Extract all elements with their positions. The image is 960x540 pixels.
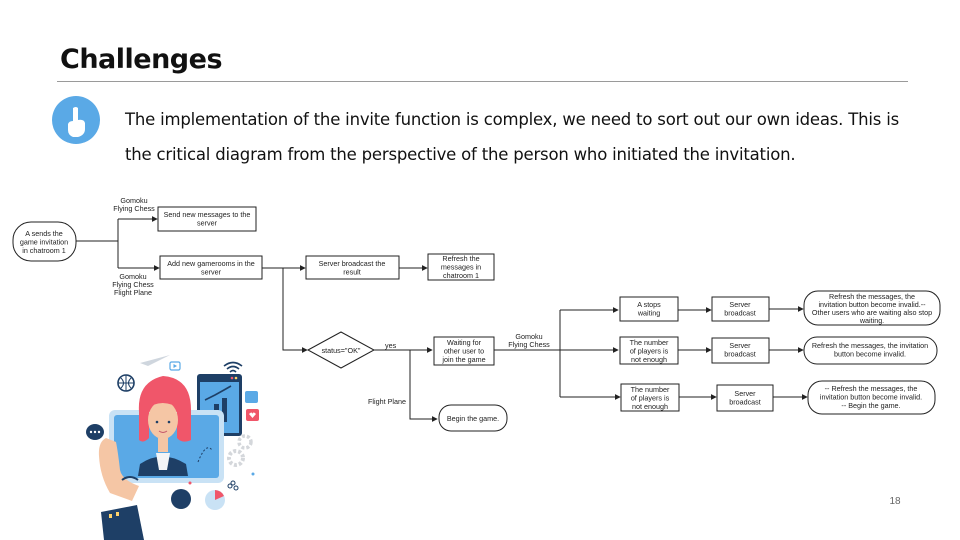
page-number: 18 <box>889 496 901 507</box>
node-begin-game: Begin the game. <box>438 404 508 432</box>
chat-bubble-icon <box>86 424 104 440</box>
node-result-stop-line-1: Refresh the messages, the <box>829 292 915 301</box>
node-a-stops-line-2: waiting <box>637 309 660 318</box>
node-result-invalid-line-2: button become invalid. <box>834 350 906 359</box>
user-avatar <box>138 376 191 476</box>
node-begin-game-label: Begin the game. <box>447 414 499 423</box>
node-players-count-1-line-3: not enough <box>631 355 667 364</box>
intro-paragraph: The implementation of the invite functio… <box>125 110 899 164</box>
node-server-broadcast-2-line-1: Server <box>729 341 751 350</box>
node-server-broadcast-2-line-2: broadcast <box>724 350 756 359</box>
node-waiting-join-line-2: other user to <box>444 347 484 356</box>
flow-edges <box>76 216 808 422</box>
gear-icon <box>227 434 253 467</box>
node-add-gamerooms-line-2: server <box>201 268 222 277</box>
pointing-hand-icon <box>52 96 100 144</box>
node-server-broadcast-result-line-2: result <box>343 268 361 277</box>
node-server-broadcast-1-line-1: Server <box>729 300 751 309</box>
node-players-count-2-line-3: not enough <box>632 402 668 411</box>
svg-text:Refresh the messages, the invi: Refresh the messages, the invitationbutt… <box>812 341 928 359</box>
node-refresh-chatroom-line-3: chatroom 1 <box>443 271 479 280</box>
node-status-check-label: status="OK" <box>322 346 361 355</box>
node-result-stop-line-2: invitation button become invalid.-- <box>818 300 926 309</box>
online-chat-illustration <box>86 355 259 540</box>
node-start-line-3: in chatroom 1 <box>22 246 66 255</box>
wifi-icon <box>223 361 243 373</box>
title-divider <box>57 81 908 82</box>
node-a-stops-line-1: A stops <box>637 300 661 309</box>
node-start-line-1: A sends the <box>25 229 63 238</box>
decorative-circles <box>171 472 255 510</box>
page-title: Challenges <box>60 44 223 75</box>
node-result-invalid-line-1: Refresh the messages, the invitation <box>812 341 928 350</box>
node-server-broadcast-result-line-1: Server broadcast the <box>319 259 386 268</box>
node-result-stop-line-4: waiting. <box>859 316 884 325</box>
play-icon <box>169 361 181 371</box>
node-result-stop-line-3: Other users who are waiting also stop <box>812 308 932 317</box>
label-flight-plane: Flight Plane <box>368 397 406 406</box>
holding-hand <box>98 438 144 540</box>
node-result-begin-line-3: -- Begin the game. <box>841 401 900 410</box>
node-refresh-chatroom-line-1: Refresh the <box>442 254 479 263</box>
node-send-messages-line-2: server <box>197 219 218 228</box>
node-players-count-2-line-1: The number <box>631 385 670 394</box>
label-yes: yes <box>385 341 397 350</box>
node-result-begin-line-2: invitation button become invalid. <box>820 393 922 402</box>
node-start-line-2: game invitation <box>20 238 68 247</box>
node-players-count-1-line-1: The number <box>630 338 669 347</box>
node-result-begin-line-1: -- Refresh the messages, the <box>825 384 918 393</box>
node-refresh-chatroom-line-2: messages in <box>441 263 481 272</box>
node-server-broadcast-3-line-1: Server <box>734 389 756 398</box>
node-send-messages-line-1: Send new messages to the <box>164 210 251 219</box>
node-players-count-1-line-2: of players is <box>630 347 669 356</box>
node-waiting-join-line-3: join the game <box>441 355 485 364</box>
send-icon <box>140 355 170 366</box>
heart-icon <box>246 409 259 421</box>
node-waiting-join-line-1: Waiting for <box>447 338 482 347</box>
globe-icon <box>117 374 135 392</box>
node-add-gamerooms-line-1: Add new gamerooms in the <box>167 259 255 268</box>
node-status-check: status="OK" <box>306 331 376 369</box>
node-server-broadcast-1-line-2: broadcast <box>724 309 756 318</box>
node-server-broadcast-3-line-2: broadcast <box>729 398 761 407</box>
node-players-count-2-line-2: of players is <box>631 394 670 403</box>
like-icon <box>245 391 258 403</box>
